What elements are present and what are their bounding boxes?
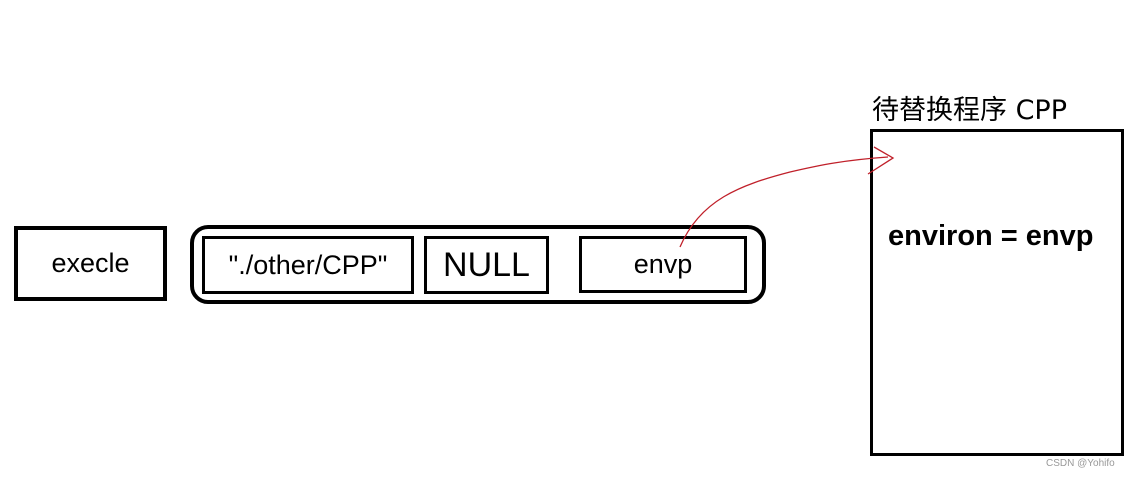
arg-null-label: NULL	[443, 245, 530, 284]
watermark: CSDN @Yohifo	[1046, 458, 1115, 469]
arg-envp-box: envp	[579, 236, 747, 293]
target-program-title: 待替换程序 CPP	[872, 95, 1067, 126]
arg-envp-label: envp	[633, 249, 693, 279]
arg-null-box: NULL	[424, 236, 549, 294]
execle-function-box: execle	[14, 226, 167, 301]
arg-path-label: "./other/CPP"	[228, 249, 388, 280]
arg-path-box: "./other/CPP"	[202, 236, 414, 294]
environ-assignment: environ = envp	[888, 220, 1094, 252]
target-program-box: environ = envp	[870, 129, 1124, 456]
execle-label: execle	[51, 248, 130, 278]
